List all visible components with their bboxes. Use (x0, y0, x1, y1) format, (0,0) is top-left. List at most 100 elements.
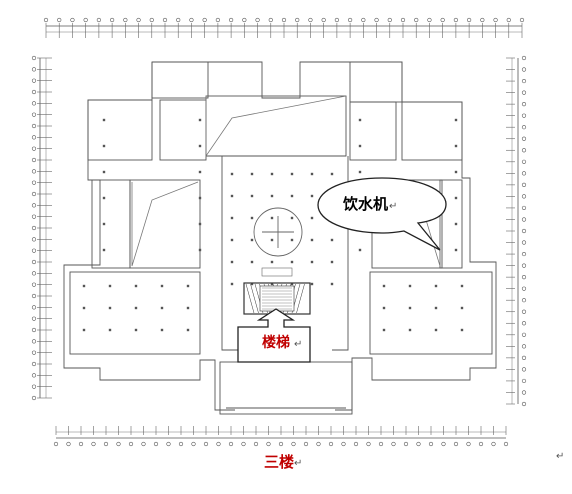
column (310, 238, 314, 242)
column (134, 328, 138, 332)
column (250, 282, 254, 286)
column (270, 216, 274, 220)
column (358, 248, 362, 252)
axis-bubble (255, 17, 260, 23)
column (198, 144, 202, 148)
column (408, 328, 412, 332)
stair-tread (245, 283, 255, 314)
column (198, 196, 202, 200)
column (382, 328, 386, 332)
axis-bubble (493, 17, 498, 23)
column (310, 282, 314, 286)
axis-bubble (96, 17, 101, 23)
column (330, 172, 334, 176)
axis-bubble (91, 441, 96, 447)
column (408, 306, 412, 310)
stair-tread (296, 283, 305, 314)
axis-bubble (414, 17, 419, 23)
column (330, 260, 334, 264)
axis-bubble (521, 125, 527, 130)
axis-bubble (31, 384, 37, 389)
axis-bubble (341, 441, 346, 447)
axis-bubble (31, 327, 37, 333)
axis-bubble (229, 17, 234, 23)
axis-bubble (228, 441, 234, 447)
axis-bubble (43, 17, 49, 23)
column (160, 328, 164, 332)
axis-bubble (31, 89, 37, 95)
axis-bubble (316, 441, 321, 447)
column (270, 260, 274, 264)
axis-bubble (31, 305, 37, 310)
axis-bubble (162, 17, 168, 23)
bottom-dimension-grid (53, 426, 509, 447)
paragraph-mark-icon: ↵ (389, 201, 397, 212)
column (230, 172, 234, 176)
axis-bubble (466, 441, 471, 447)
column (270, 238, 274, 242)
axis-bubble (521, 390, 527, 395)
axis-bubble (281, 17, 287, 23)
column (230, 216, 234, 220)
axis-bubble (31, 395, 37, 401)
axis-bubble (291, 441, 296, 447)
axis-bubble (521, 67, 527, 72)
column (108, 284, 112, 288)
column (290, 194, 294, 198)
axis-bubble (303, 441, 309, 447)
axis-bubble (521, 228, 527, 234)
paragraph-mark-icon: ↵ (294, 339, 302, 350)
column (102, 144, 106, 148)
column (310, 216, 314, 220)
axis-bubble (361, 17, 366, 23)
axis-bubble (66, 441, 71, 447)
axis-bubble (427, 17, 432, 23)
column (290, 216, 294, 220)
column (290, 172, 294, 176)
axis-bubble (110, 17, 115, 23)
axis-bubble (521, 55, 527, 61)
column (230, 194, 234, 198)
axis-bubble (31, 225, 37, 231)
column (310, 172, 314, 176)
column (134, 306, 138, 310)
column (290, 260, 294, 264)
axis-bubble (503, 441, 509, 447)
axis-bubble (378, 441, 384, 447)
axis-bubble (521, 309, 527, 314)
axis-bubble (203, 441, 209, 447)
column (434, 306, 438, 310)
axis-bubble (521, 332, 527, 337)
axis-bubble (31, 67, 37, 72)
column (408, 284, 412, 288)
axis-bubble (141, 441, 146, 447)
column-grid (82, 118, 464, 332)
axis-bubble (31, 316, 37, 321)
column (108, 306, 112, 310)
axis-bubble (31, 78, 37, 83)
axis-bubble (103, 441, 109, 447)
axis-bubble (521, 194, 527, 199)
column (454, 170, 458, 174)
axis-bubble (128, 441, 134, 447)
axis-bubble (428, 441, 434, 447)
column (186, 306, 190, 310)
column (460, 306, 464, 310)
axis-bubble (31, 248, 37, 253)
axis-bubble (416, 441, 421, 447)
axis-bubble (31, 112, 37, 117)
axis-bubble (31, 361, 37, 367)
column (290, 238, 294, 242)
axis-bubble (295, 17, 300, 23)
column (198, 118, 202, 122)
stair-tread (250, 283, 259, 314)
column (310, 194, 314, 198)
left-dimension-grid (31, 55, 52, 401)
axis-bubble (78, 441, 84, 447)
axis-bubble (31, 214, 37, 219)
stair-inner-treads (262, 287, 292, 310)
axis-bubble (31, 101, 37, 106)
axis-bubble (521, 78, 527, 84)
axis-bubble (353, 441, 359, 447)
